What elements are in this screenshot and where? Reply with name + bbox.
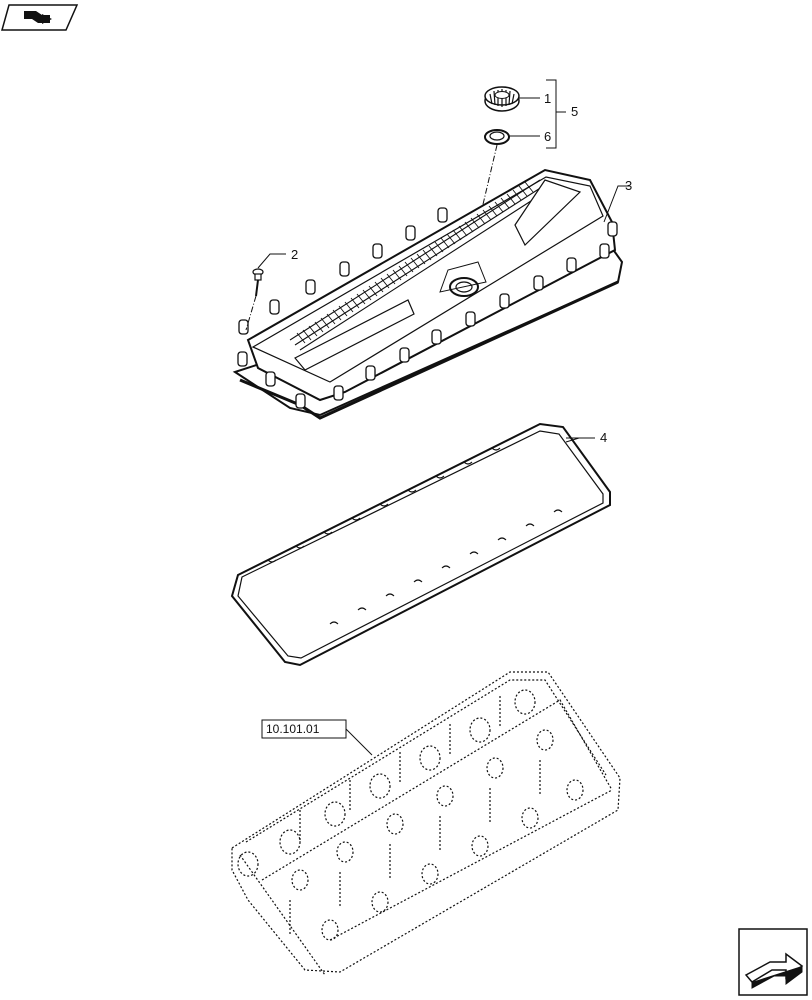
reference-label: 10.101.01 xyxy=(266,722,320,736)
leader-lines xyxy=(257,79,630,756)
valve-cover-part xyxy=(232,168,624,420)
callout-6: 6 xyxy=(544,129,551,144)
reference-label-box[interactable]: 10.101.01 xyxy=(261,719,347,739)
gasket-part xyxy=(230,422,611,667)
callout-5: 5 xyxy=(571,104,578,119)
filler-cap-part xyxy=(484,86,520,112)
seal-ring-part xyxy=(484,129,510,145)
page-next-arrow-icon[interactable] xyxy=(738,928,808,996)
callout-3: 3 xyxy=(625,178,632,193)
cylinder-head-reference xyxy=(231,671,621,976)
bolt-part xyxy=(245,268,264,331)
callout-1: 1 xyxy=(544,91,551,106)
callout-4: 4 xyxy=(600,430,607,445)
callout-2: 2 xyxy=(291,247,298,262)
book-back-arrow-icon[interactable] xyxy=(1,4,79,31)
